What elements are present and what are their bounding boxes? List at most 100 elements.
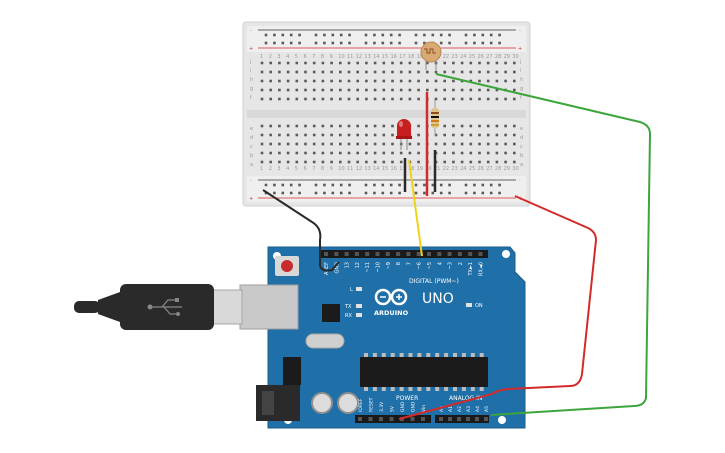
rail-hole [331,33,335,37]
rail-hole [273,33,276,37]
header-socket[interactable] [334,252,339,256]
header-socket[interactable] [457,252,462,256]
breadboard-hole [365,151,368,155]
photoresistor[interactable] [420,41,442,70]
breadboard-hole [260,97,264,101]
header-socket[interactable] [354,252,359,256]
breadboard-hole [495,70,499,74]
header-socket[interactable] [406,252,411,256]
breadboard-hole [417,88,420,92]
breadboard-hole [339,88,342,92]
header-socket[interactable] [358,417,362,421]
column-number: 27 [486,166,492,172]
header-socket[interactable] [385,252,390,256]
breadboard-hole [356,160,359,164]
breadboard-hole [426,61,429,65]
chip-pin [479,387,484,391]
breadboard-hole [295,151,299,155]
column-number: 12 [356,166,362,172]
breadboard-hole [339,151,342,155]
header-socket[interactable] [421,417,425,421]
header-socket[interactable] [457,417,461,421]
wire-yellow-pin-7[interactable] [408,159,423,257]
red-led[interactable] [396,119,412,150]
header-socket[interactable] [448,417,452,421]
header-socket[interactable] [475,417,479,421]
column-number: 14 [373,166,379,172]
rail-hole [398,33,401,37]
column-number: 22 [443,54,449,60]
row-letter-i-right: i [520,68,521,74]
header-socket[interactable] [375,252,380,256]
header-socket[interactable] [344,252,349,256]
breadboard-hole [278,88,281,92]
breadboard-hole [260,151,264,155]
breadboard-hole [486,124,490,128]
header-socket[interactable] [365,252,370,256]
header-socket[interactable] [468,252,473,256]
header-socket[interactable] [447,252,452,256]
resistor[interactable] [431,100,439,136]
column-number: 12 [356,54,362,60]
rail-hole [298,33,301,37]
header-socket[interactable] [410,417,415,421]
rail-hole [364,183,368,187]
wire-green-a0[interactable] [435,73,652,416]
rail-hole [498,33,501,37]
header-socket[interactable] [466,417,470,421]
rail-hole [264,41,268,45]
rail-hole [273,41,276,45]
header-socket[interactable] [396,252,401,256]
breadboard-hole [452,160,455,164]
column-number: 24 [460,166,466,172]
breadboard-hole [356,70,359,74]
row-letter-j-right: j [519,59,521,65]
led-tx-label: TX [344,304,352,310]
breadboard-hole [469,61,473,65]
wire-red-5v[interactable] [398,195,598,420]
breadboard-hole [312,133,316,137]
header-socket[interactable] [368,417,373,421]
rail-hole [381,191,385,195]
breadboard-hole [478,61,481,65]
breadboard-hole [269,142,272,146]
header-socket[interactable] [478,252,483,256]
rail-plus-top-right: + [518,46,522,52]
breadboard-hole [269,151,272,155]
breadboard-hole [347,88,351,92]
wire-black-gnd[interactable] [262,189,340,272]
column-number: 6 [304,166,307,172]
rail-hole [431,183,435,187]
column-number: 5 [295,166,298,172]
chip-pin [390,387,395,391]
reset-button[interactable] [275,256,299,276]
breadboard-hole [504,79,507,83]
rail-hole [339,191,343,195]
breadboard-hole [452,124,455,128]
header-socket[interactable] [439,417,443,421]
chip-pin [435,353,440,357]
breadboard-hole [312,88,316,92]
header-socket[interactable] [389,417,394,421]
header-socket[interactable] [484,417,488,421]
breadboard-hole [408,70,412,74]
rail-hole [339,41,343,45]
analog-header [435,415,489,423]
header-socket[interactable] [416,252,421,256]
column-number: 13 [364,54,370,60]
breadboard-hole [495,133,499,137]
header-socket[interactable] [324,252,328,256]
breadboard-hole [312,97,316,101]
analog-pin-label: A3 [466,406,472,412]
rail-hole [489,183,493,187]
rail-hole [448,41,451,45]
breadboard-hole [347,124,351,128]
breadboard-hole [339,124,342,128]
header-socket[interactable] [427,252,431,256]
rail-hole [298,183,301,187]
breadboard-hole [408,142,412,146]
header-socket[interactable] [379,417,383,421]
rail-hole [489,41,493,45]
header-socket[interactable] [437,252,442,256]
